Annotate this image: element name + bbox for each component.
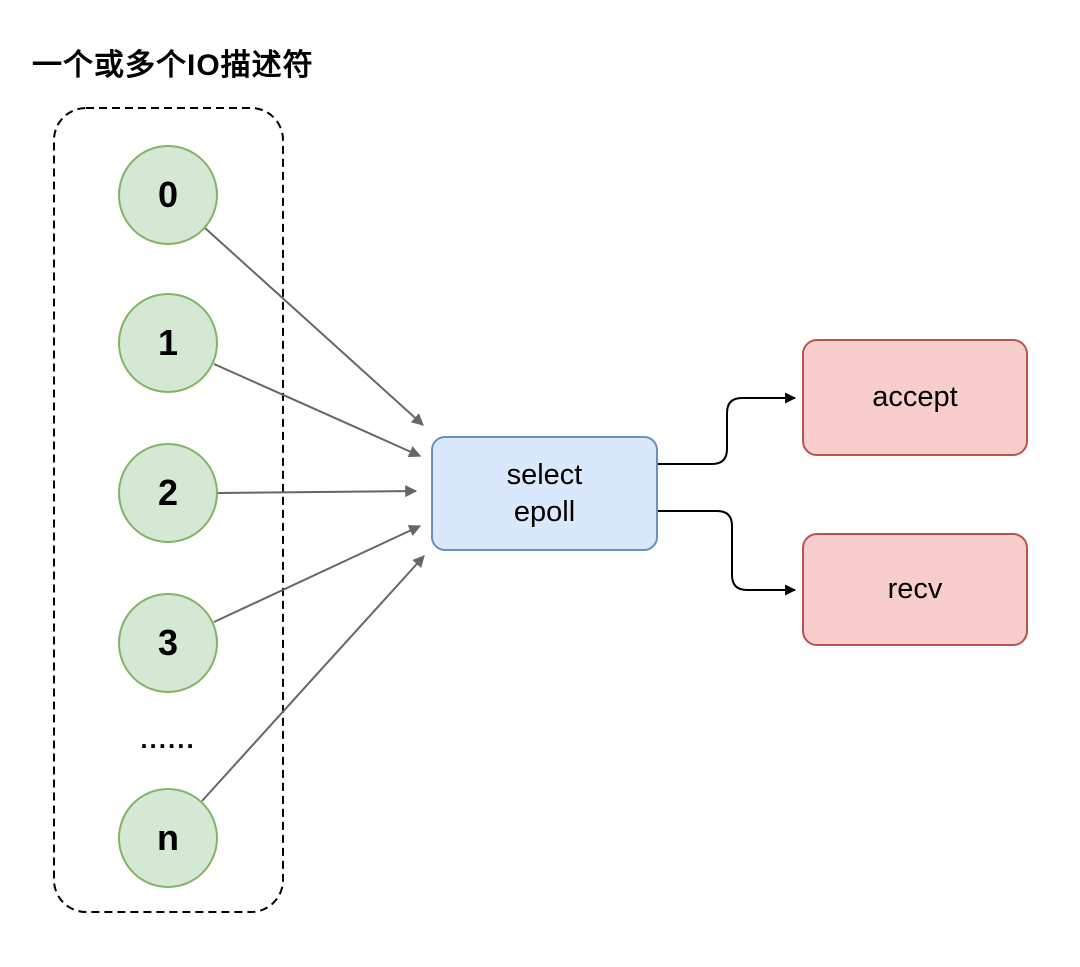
fd-node-0-label: 0: [157, 174, 179, 215]
fd-nodes-ellipsis: ......: [140, 723, 196, 754]
edge-multiplexer-to-recv: [658, 510, 797, 596]
fd-node-3-label: 3: [157, 622, 179, 663]
edge-multiplexer-to-accept: [658, 392, 797, 465]
diagram-title: 一个或多个IO描述符: [32, 49, 314, 82]
fd-node-0: 0: [118, 145, 218, 245]
recv-box: recv: [802, 533, 1028, 646]
edge-fd1-to-multiplexer: [213, 363, 422, 458]
fd-node-n-label: n: [157, 817, 179, 858]
multiplexer-label-line1: select: [506, 458, 583, 491]
fd-node-n: n: [118, 788, 218, 888]
edge-fd0-to-multiplexer: [204, 227, 424, 426]
edge-fdn-to-multiplexer: [201, 555, 425, 802]
fd-node-2-label: 2: [157, 472, 179, 513]
multiplexer-box: select epoll: [431, 436, 658, 551]
fd-node-3: 3: [118, 593, 218, 693]
descriptor-group-dashed-border: [53, 107, 284, 913]
multiplexer-label-line2: epoll: [513, 495, 576, 528]
edge-fd3-to-multiplexer: [213, 525, 422, 623]
accept-box-label: accept: [872, 381, 958, 413]
edge-fd2-to-multiplexer: [217, 485, 418, 498]
fd-node-2: 2: [118, 443, 218, 543]
fd-node-1: 1: [118, 293, 218, 393]
fd-node-1-label: 1: [157, 322, 179, 363]
accept-box: accept: [802, 339, 1028, 456]
recv-box-label: recv: [887, 573, 943, 605]
